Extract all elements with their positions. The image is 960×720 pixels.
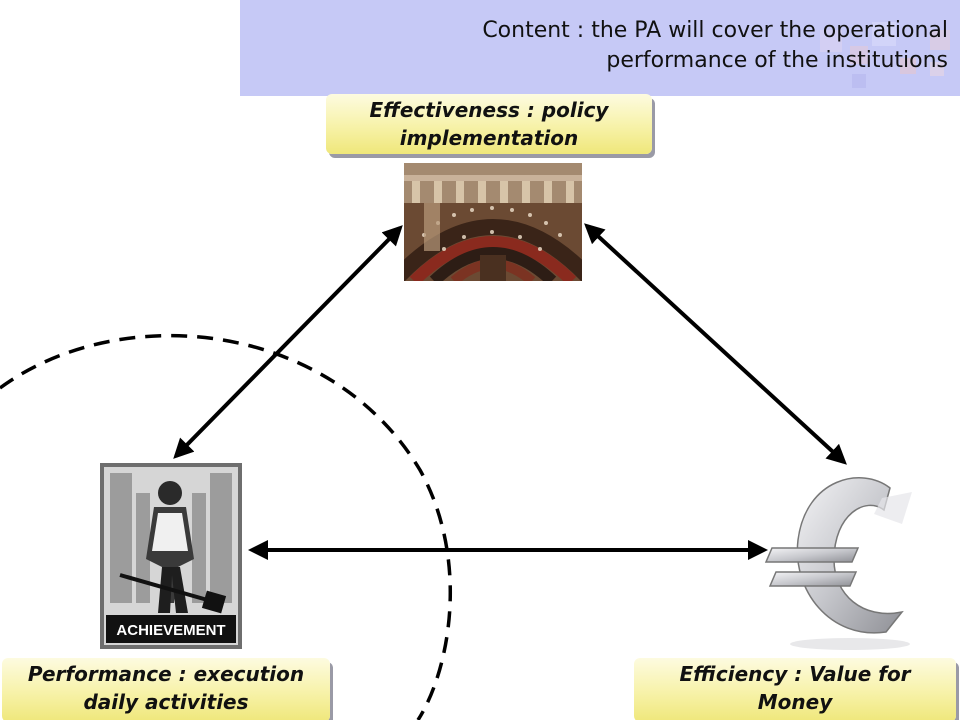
euro-symbol-image	[764, 477, 912, 650]
header-title: Content : the PA will cover the operatio…	[348, 16, 948, 76]
performance-label: Performance : execution daily activities	[2, 658, 330, 720]
header-title-line-1: Content : the PA will cover the operatio…	[482, 18, 948, 43]
arrow-effectiveness-performance	[173, 225, 403, 459]
efficiency-label-line-2: Money	[757, 690, 833, 714]
header-banner: Content : the PA will cover the operatio…	[240, 0, 960, 96]
performance-label-line-1: Performance : execution	[27, 662, 305, 686]
performance-label-line-2: daily activities	[83, 690, 249, 714]
effectiveness-label: Effectiveness : policy implementation	[326, 94, 652, 154]
header-decoration	[820, 22, 950, 88]
poster-caption: ACHIEVEMENT	[116, 622, 225, 639]
achievement-poster-image: ACHIEVEMENT	[100, 463, 242, 649]
arrow-effectiveness-efficiency	[584, 223, 847, 465]
parliament-chamber-image	[404, 163, 582, 281]
efficiency-label-line-1: Efficiency : Value for	[679, 662, 911, 686]
effectiveness-label-line-1: Effectiveness : policy	[369, 98, 609, 122]
efficiency-label: Efficiency : Value for Money	[634, 658, 956, 720]
effectiveness-label-line-2: implementation	[399, 126, 579, 150]
header-title-line-2: performance of the institutions	[606, 48, 948, 73]
